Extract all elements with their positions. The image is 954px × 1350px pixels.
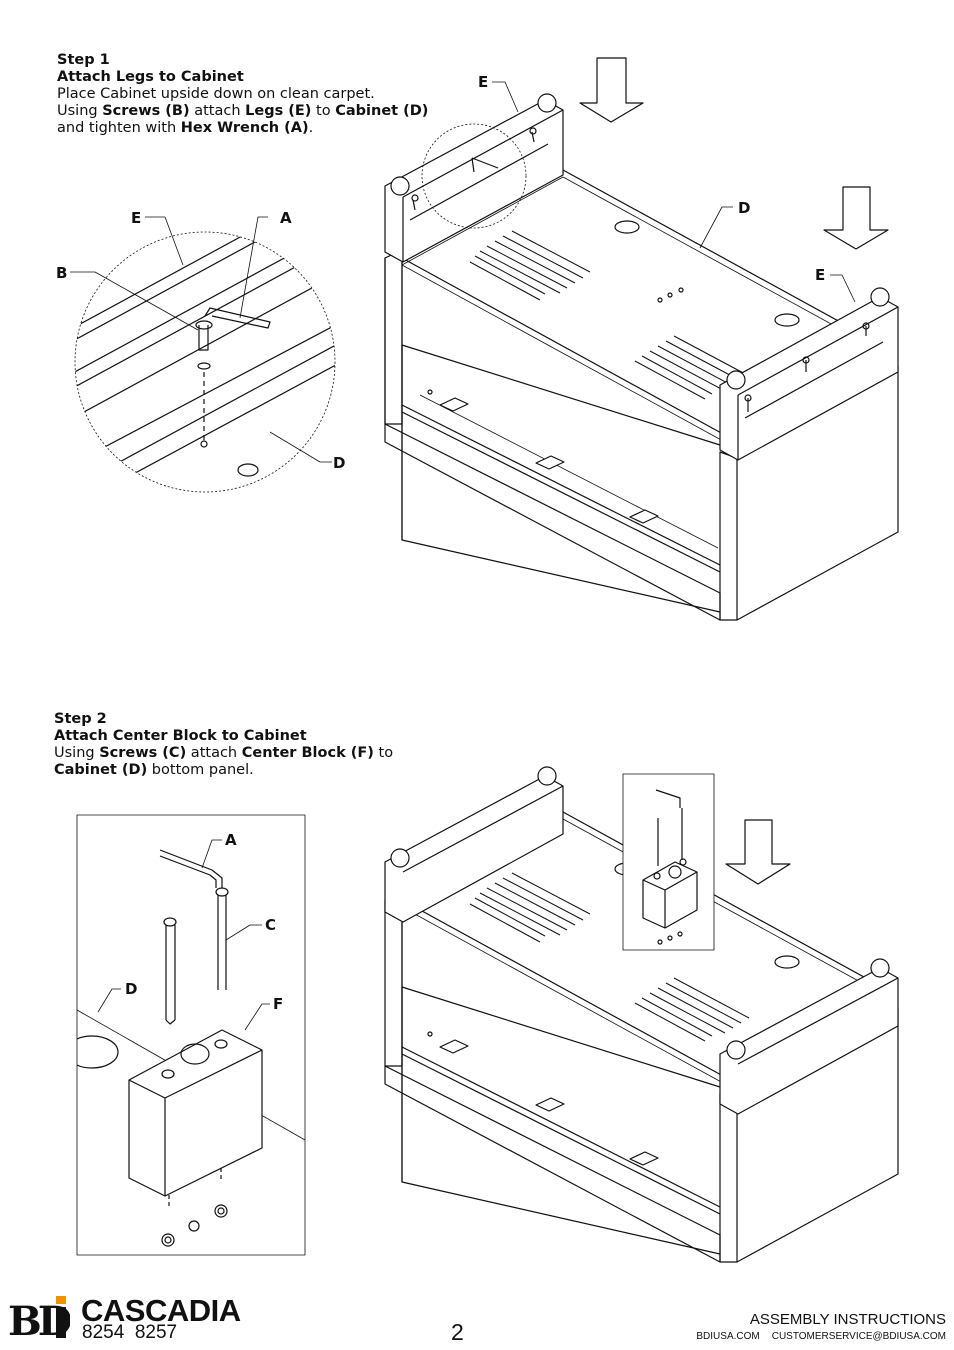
down-arrow-icon xyxy=(823,186,889,250)
step1-line2: Using Screws (B) attach Legs (E) to Cabi… xyxy=(57,103,429,119)
label-step2-c: C xyxy=(265,916,277,934)
step1-line1: Place Cabinet upside down on clean carpe… xyxy=(57,86,375,102)
step1-line3: and tighten with Hex Wrench (A). xyxy=(57,120,314,136)
step1-detail-zoom xyxy=(74,231,336,493)
label-detail-e: E xyxy=(131,209,142,227)
step2-instructions: Step 2 Attach Center Block to Cabinet Us… xyxy=(54,711,393,779)
page-number: 2 xyxy=(451,1319,464,1345)
down-arrow-icon xyxy=(579,57,644,123)
contact-info: BDIUSA.COM CUSTOMERSERVICE@BDIUSA.COM xyxy=(684,1331,946,1343)
step2-line1: Using Screws (C) attach Center Block (F)… xyxy=(54,745,394,761)
step2-number: Step 2 xyxy=(54,711,107,727)
product-name: CASCADIA xyxy=(81,1293,241,1328)
step1-instructions: Step 1 Attach Legs to Cabinet Place Cabi… xyxy=(57,52,428,137)
document-type: ASSEMBLY INSTRUCTIONS xyxy=(749,1311,946,1328)
bdi-logo: BD xyxy=(8,1296,76,1346)
step2-cabinet-illustration xyxy=(384,766,899,1263)
step1-title: Attach Legs to Cabinet xyxy=(57,69,244,85)
label-detail-d: D xyxy=(333,454,346,472)
label-step2-d: D xyxy=(125,980,138,998)
label-detail-a: A xyxy=(280,209,292,227)
step1-number: Step 1 xyxy=(57,52,110,68)
label-legs-e-front: E xyxy=(815,266,826,284)
label-detail-b: B xyxy=(56,264,68,282)
step2-line2: Cabinet (D) bottom panel. xyxy=(54,762,254,778)
step2-detail-panel xyxy=(76,814,306,1256)
down-arrow-icon xyxy=(725,819,791,885)
website-link[interactable]: BDIUSA.COM xyxy=(696,1331,760,1342)
email-link[interactable]: CUSTOMERSERVICE@BDIUSA.COM xyxy=(771,1331,946,1342)
model-numbers: 8254 8257 xyxy=(82,1322,178,1343)
label-step2-f: F xyxy=(273,995,284,1013)
label-step2-a: A xyxy=(225,831,237,849)
label-cabinet-d: D xyxy=(738,199,751,217)
step2-title: Attach Center Block to Cabinet xyxy=(54,728,307,744)
step1-cabinet-illustration xyxy=(384,57,899,621)
label-legs-e-back: E xyxy=(478,73,489,91)
